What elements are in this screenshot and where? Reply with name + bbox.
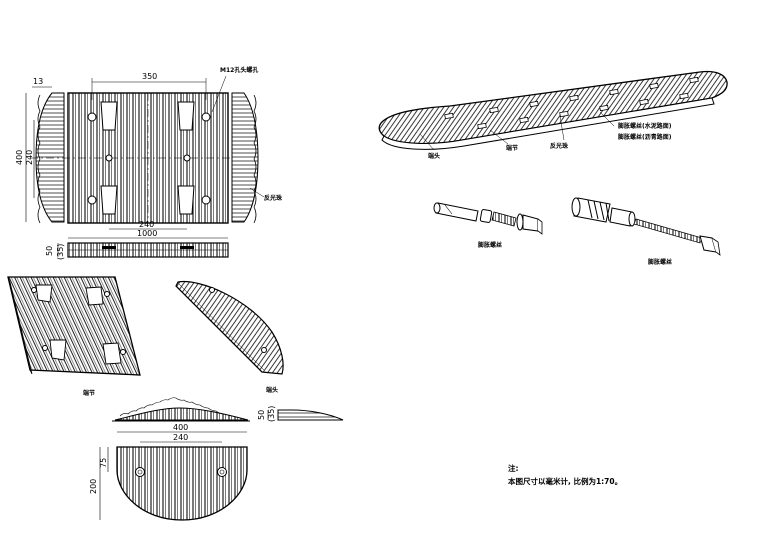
dim-end-240: 240 [173, 433, 188, 442]
dim-top-350: 350 [142, 72, 157, 81]
caption-bolt-a: 膨胀螺丝 [477, 241, 502, 249]
plan-bolt-pockets [87, 101, 211, 215]
label-bolt-hole: M12孔头螺孔 [220, 66, 258, 74]
end-cap-plan: 400 240 75 200 [89, 423, 248, 521]
dim-side-35: (35) [267, 406, 276, 422]
label-end-cap: 端头 [266, 386, 278, 394]
expansion-bolt-a: 膨胀螺丝 [433, 202, 543, 249]
dim-top-13: 13 [33, 77, 43, 86]
end-cap-elevation [112, 397, 250, 422]
perspective-middle-section: 端节 [7, 276, 141, 397]
dim-left-240: 240 [25, 150, 34, 165]
label-reflector-3d: 反光珠 [550, 142, 569, 150]
label-bolt-road: 膨胀螺丝(水泥路面) [617, 122, 672, 130]
plan-left-end-profile [35, 92, 65, 223]
dim-height-50: 50 [45, 246, 54, 256]
label-middle-section: 端节 [83, 389, 95, 397]
note-title: 注: [508, 463, 519, 473]
dim-side-50: 50 [257, 410, 266, 420]
expansion-bolt-b: 膨胀螺丝 [571, 197, 721, 266]
note-body: 本图尺寸以毫米计, 比例为1:70。 [507, 476, 622, 486]
dim-inner-240: 240 [139, 220, 154, 229]
notes: 注: 本图尺寸以毫米计, 比例为1:70。 [507, 463, 622, 486]
label-middle-3d: 端节 [506, 144, 518, 152]
dim-end-75: 75 [99, 458, 108, 468]
label-reflector: 反光珠 [264, 194, 283, 202]
assembly-3d: 端头 端节 反光珠 膨胀螺丝(水泥路面) 膨胀螺丝(沥青路面) [378, 70, 728, 160]
caption-bolt-b: 膨胀螺丝 [647, 258, 672, 266]
plan-view: 13 350 M12孔头螺孔 400 240 反光珠 240 1000 50 (… [15, 66, 283, 260]
dim-end-400: 400 [173, 423, 188, 432]
dim-overall-1000: 1000 [137, 229, 157, 238]
dim-end-200: 200 [89, 479, 98, 494]
label-bolt-asphalt: 膨胀螺丝(沥青路面) [617, 133, 672, 141]
dim-left-400: 400 [15, 150, 24, 165]
side-profile: 50 (35) [257, 406, 344, 422]
plan-right-end-profile [231, 92, 259, 223]
perspective-end-cap: 端头 [175, 280, 284, 394]
label-end-cap-3d: 端头 [428, 152, 440, 160]
dim-height-35: (35) [56, 244, 65, 260]
